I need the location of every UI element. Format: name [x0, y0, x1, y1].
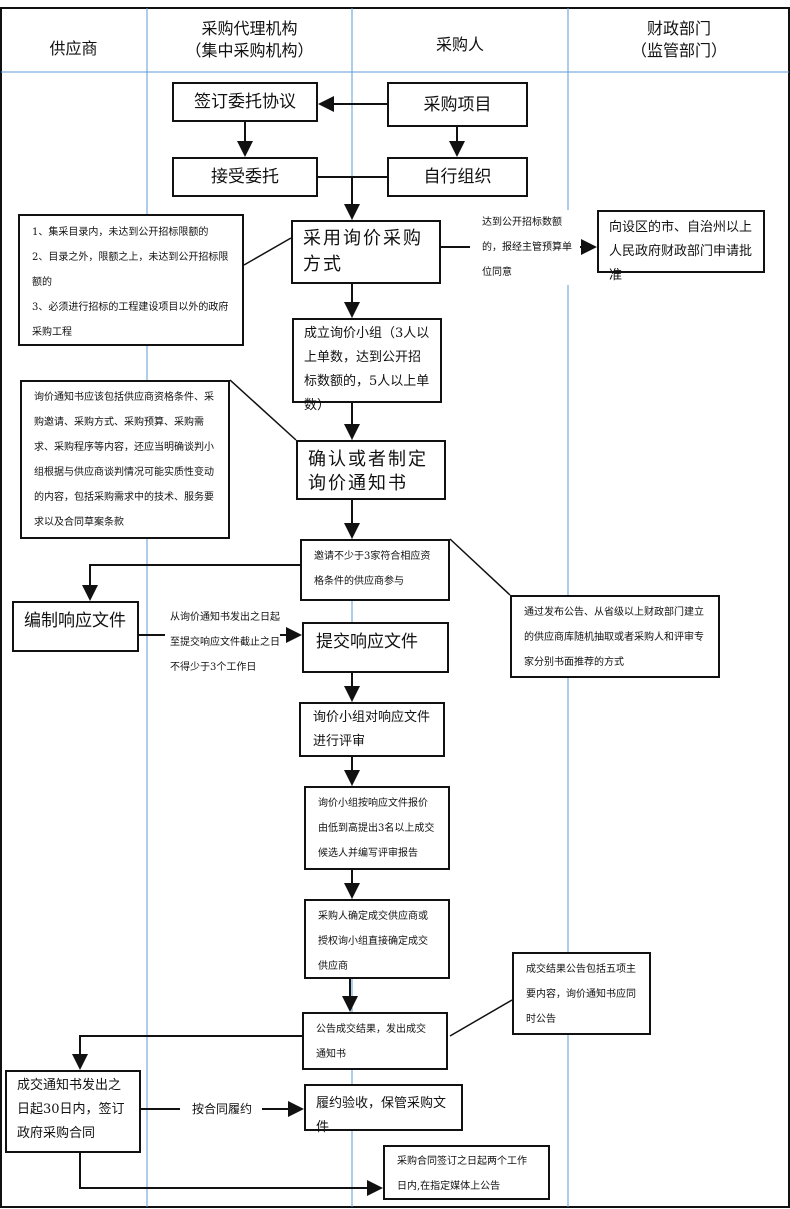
- lane-header-purchaser: 采购人: [352, 34, 568, 56]
- node-submit-response: 提交响应文件: [302, 622, 449, 673]
- condition-item: 3、必须进行招标的工程建设项目以外的政府采购工程: [32, 302, 229, 338]
- lane-subtitle: （集中采购机构）: [185, 41, 314, 60]
- lane-header-agency: 采购代理机构 （集中采购机构）: [147, 18, 352, 62]
- note-notice-content: 询价通知书应该包括供应商资格条件、采购邀请、采购方式、采购预算、采购需求、采购程…: [20, 380, 230, 539]
- node-announce: 公告成交结果，发出成交通知书: [302, 1012, 448, 1070]
- label-threshold: 达到公开招标数额的，报经主管预算单位同意: [482, 210, 580, 285]
- lane-header-finance: 财政部门 （监管部门）: [568, 18, 790, 62]
- condition-item: 2、目录之外，限额之上，未达到公开招标限额的: [32, 252, 229, 288]
- condition-item: 1、集采目录内，未达到公开招标限额的: [32, 227, 209, 238]
- node-self-organize: 自行组织: [387, 157, 528, 197]
- node-adopt-inquiry: 采用询价采购方式: [291, 220, 441, 284]
- note-conditions: 1、集采目录内，未达到公开招标限额的 2、目录之外，限额之上，未达到公开招标限额…: [18, 214, 244, 346]
- node-approval: 向设区的市、自治州以上人民政府财政部门申请批准: [597, 210, 765, 283]
- lane-header-supplier: 供应商: [0, 38, 147, 60]
- node-confirm-notice: 确认或者制定询价通知书: [296, 440, 446, 500]
- label-perform: 按合同履约: [182, 1097, 262, 1122]
- node-review: 询价小组对响应文件进行评审: [299, 702, 445, 757]
- node-acceptance: 履约验收，保管采购文件: [304, 1084, 463, 1135]
- node-form-panel: 成立询价小组（3人以上单数，达到公开招标数额的，5人以上单数）: [292, 318, 442, 413]
- note-result-content: 成交结果公告包括五项主要内容，询价通知书应同时公告: [512, 952, 651, 1035]
- lane-subtitle: （监管部门）: [630, 41, 727, 60]
- lane-title: 采购人: [435, 35, 484, 54]
- node-invite: 邀请不少于3家符合相应资格条件的供应商参与: [300, 539, 450, 601]
- node-sign-agreement: 签订委托协议: [172, 82, 318, 122]
- node-accept: 接受委托: [172, 157, 318, 197]
- note-supplier-source: 通过发布公告、从省级以上财政部门建立的供应商库随机抽取或者采购人和评审专家分别书…: [510, 595, 720, 678]
- outer-border: [0, 7, 790, 1208]
- node-prepare-response: 编制响应文件: [12, 601, 139, 652]
- label-deadline: 从询价通知书发出之日起至提交响应文件截止之日不得少于3个工作日: [170, 605, 280, 680]
- lane-title: 财政部门: [646, 19, 711, 38]
- node-rank: 询价小组按响应文件报价由低到高提出3名以上成交候选人并编写评审报告: [304, 786, 450, 870]
- node-sign-contract: 成交通知书发出之日起30日内，签订政府采购合同: [5, 1070, 141, 1153]
- lane-title: 供应商: [49, 39, 98, 58]
- node-determine: 采购人确定成交供应商或授权询小组直接确定成交供应商: [304, 899, 450, 979]
- node-project: 采购项目: [387, 82, 528, 127]
- lane-title: 采购代理机构: [201, 19, 298, 38]
- node-contract-publish: 采购合同签订之日起两个工作日内,在指定媒体上公告: [383, 1145, 550, 1200]
